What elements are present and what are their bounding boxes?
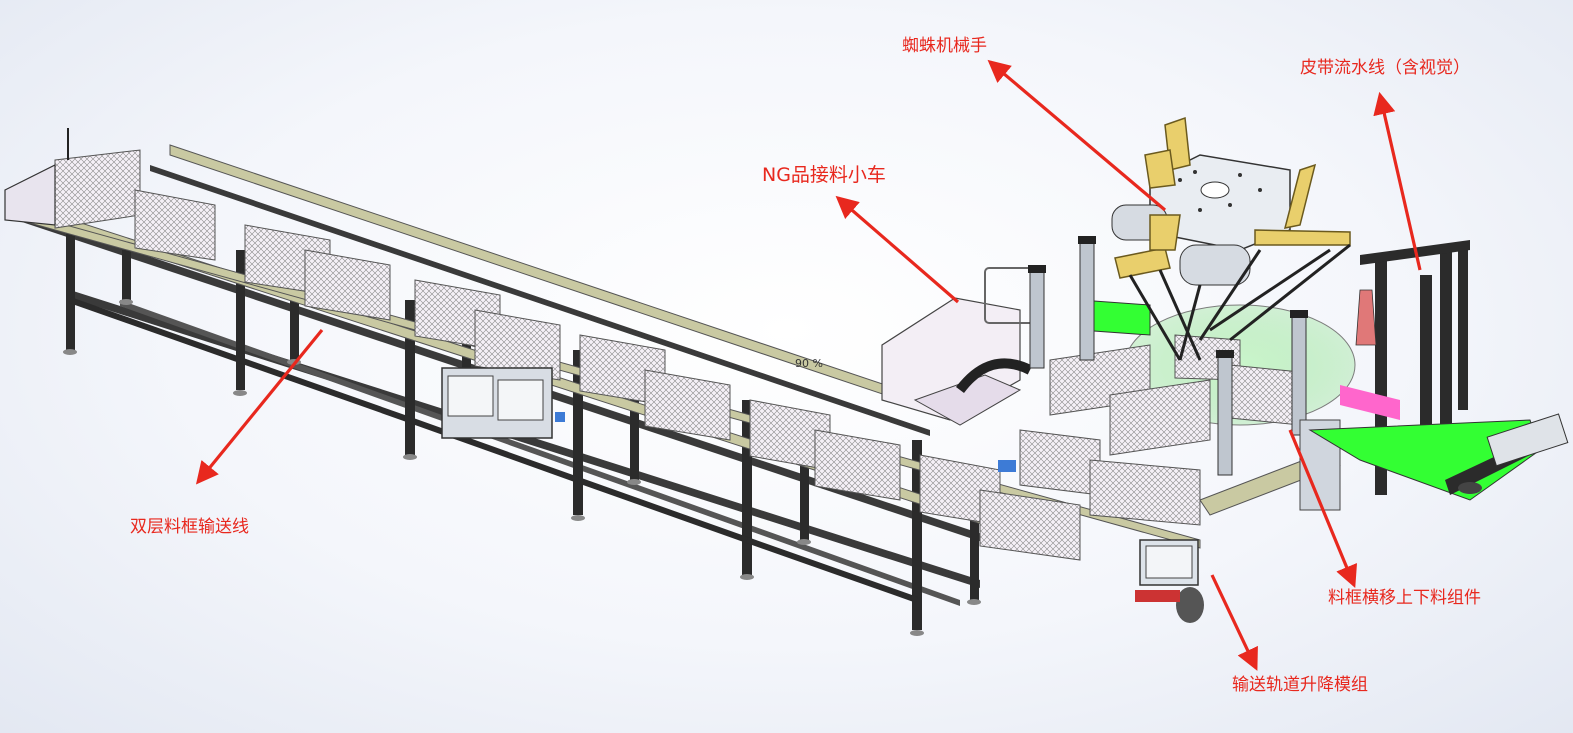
- callout-belt-line: 皮带流水线（含视觉）: [1300, 58, 1470, 78]
- ng-reject-cart: [881, 267, 1036, 426]
- annotation-arrows: [195, 59, 1422, 671]
- transfer-cell: [998, 236, 1356, 623]
- spider-robot: [1111, 116, 1351, 361]
- arrow-icon: [1288, 429, 1358, 588]
- callout-track-lift: 输送轨道升降模组: [1232, 675, 1368, 695]
- callout-ng-cart: NG品接料小车: [762, 164, 886, 186]
- double-layer-conveyor: [4, 128, 1201, 636]
- callout-double-layer-conveyor: 双层料框输送线: [130, 517, 249, 537]
- percent-readout: 90 %: [795, 357, 823, 370]
- arrow-icon: [835, 195, 960, 304]
- arrow-icon: [987, 59, 1167, 212]
- arrow-icon: [1210, 574, 1258, 671]
- arrow-icon: [195, 328, 324, 485]
- callout-basket-transfer: 料框横移上下料组件: [1328, 588, 1481, 608]
- vision-belt-line: [1308, 240, 1569, 501]
- callout-spider-robot: 蜘蛛机械手: [902, 36, 987, 56]
- arrow-icon: [1373, 91, 1422, 271]
